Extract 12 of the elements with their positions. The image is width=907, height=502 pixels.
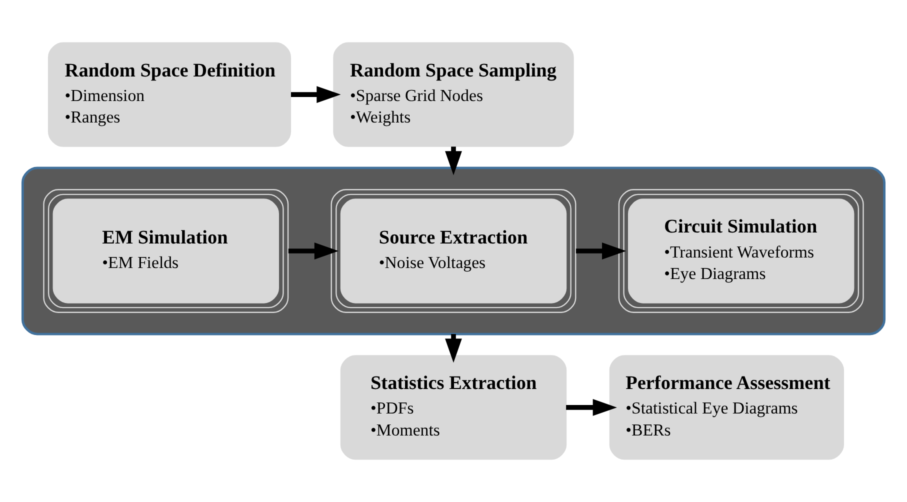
arrow	[576, 242, 626, 260]
node-box: Random Space Sampling •Sparse Grid Nodes •Weights	[333, 42, 574, 147]
node-box: Source Extraction •Noise Voltages	[330, 189, 576, 313]
node-box: Performance Assessment •Statistical Eye Diagrams •BERs	[609, 355, 844, 460]
arrow	[566, 399, 617, 416]
arrow	[290, 86, 341, 103]
node-box: Statistics Extraction •PDFs •Moments	[340, 355, 567, 460]
node-box: Circuit Simulation •Transient Waveforms •Eye Diagrams	[618, 189, 864, 313]
arrow	[288, 242, 339, 260]
node-box: Random Space Definition •Dimension •Ranges	[48, 42, 292, 147]
cluster	[21, 166, 886, 336]
node-box: EM Simulation •EM Fields	[43, 189, 289, 313]
